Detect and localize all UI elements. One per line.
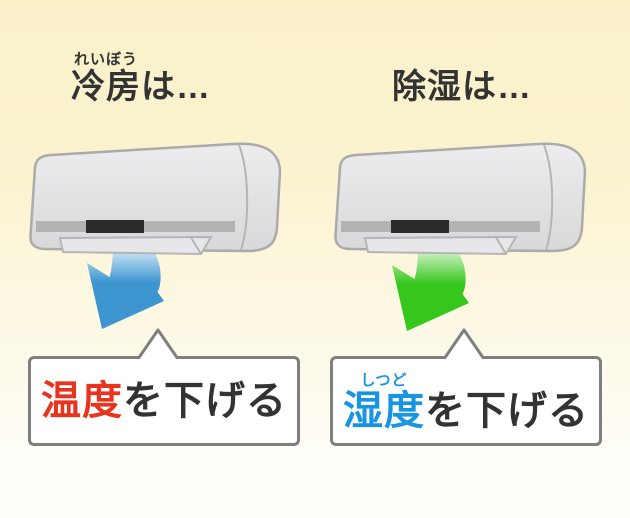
cooling-bubble-suffix: を下げる	[123, 379, 287, 423]
cooling-title-base: 冷房	[71, 68, 141, 106]
cool-airflow-arrow-icon	[87, 244, 164, 329]
cool-bubble-pointer	[136, 328, 180, 359]
ac-louver-flap	[58, 235, 213, 256]
cooling-title-suffix: は…	[141, 68, 211, 106]
ac-endcap-seam	[238, 144, 249, 251]
dehumidify-bubble-pointer	[442, 328, 486, 359]
dehumidify-arrow-shape	[392, 246, 469, 331]
dehumidify-bubble-pointer-shape	[442, 328, 486, 359]
cooling-title-ruby: れいぼう 冷房	[71, 51, 141, 105]
dehumidify-bubble-ruby: しつど 湿度	[343, 371, 425, 432]
air-conditioner-right	[334, 142, 587, 256]
cooling-bubble-highlight: 温度	[41, 379, 123, 423]
dehumidify-bubble-furigana: しつど	[360, 371, 408, 389]
dehumidify-title-suffix: は…	[462, 68, 532, 106]
dehumidify-bubble-text: しつど 湿度 を下げる	[343, 371, 589, 432]
ac-louver-facet	[190, 236, 202, 255]
cooling-title: れいぼう 冷房 は…	[31, 51, 251, 105]
dehumidify-bubble-suffix: を下げる	[425, 388, 589, 433]
ac-display	[391, 220, 449, 233]
air-conditioner-left	[29, 142, 282, 256]
ac-endcap-seam	[543, 144, 554, 251]
dehumidify-bubble: しつど 湿度 を下げる	[330, 356, 602, 446]
cool-bubble-pointer-shape	[136, 328, 180, 359]
dehumidify-title-base: 除湿	[392, 68, 462, 106]
dehumidify-title: 除湿 は…	[352, 69, 572, 105]
cool-arrow-shape	[87, 244, 164, 329]
cooling-title-furigana: れいぼう	[73, 51, 138, 68]
dehumidify-bubble-highlight: 湿度	[343, 388, 425, 433]
dehumidify-airflow-arrow-icon	[392, 246, 469, 331]
ac-louver-facet	[495, 236, 507, 255]
ac-louver-flap	[363, 235, 518, 256]
cooling-bubble: 温度 を下げる	[28, 356, 300, 446]
cooling-bubble-text: 温度 を下げる	[41, 380, 287, 422]
ac-display	[86, 220, 144, 233]
